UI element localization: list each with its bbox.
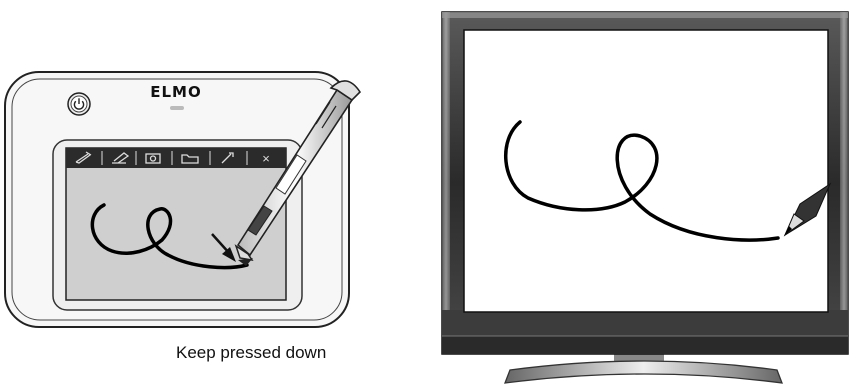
- caption-keep-pressed: Keep pressed down: [176, 343, 326, 363]
- monitor-screen: [464, 30, 828, 312]
- tablet-toolbar: [66, 148, 286, 168]
- tablet-device: ELMO: [5, 72, 360, 327]
- close-icon[interactable]: ×: [262, 151, 270, 166]
- monitor: [442, 12, 848, 383]
- power-button[interactable]: [68, 93, 90, 115]
- status-led: [170, 106, 184, 110]
- monitor-stand: [505, 350, 782, 383]
- brand-logo: ELMO: [150, 83, 201, 101]
